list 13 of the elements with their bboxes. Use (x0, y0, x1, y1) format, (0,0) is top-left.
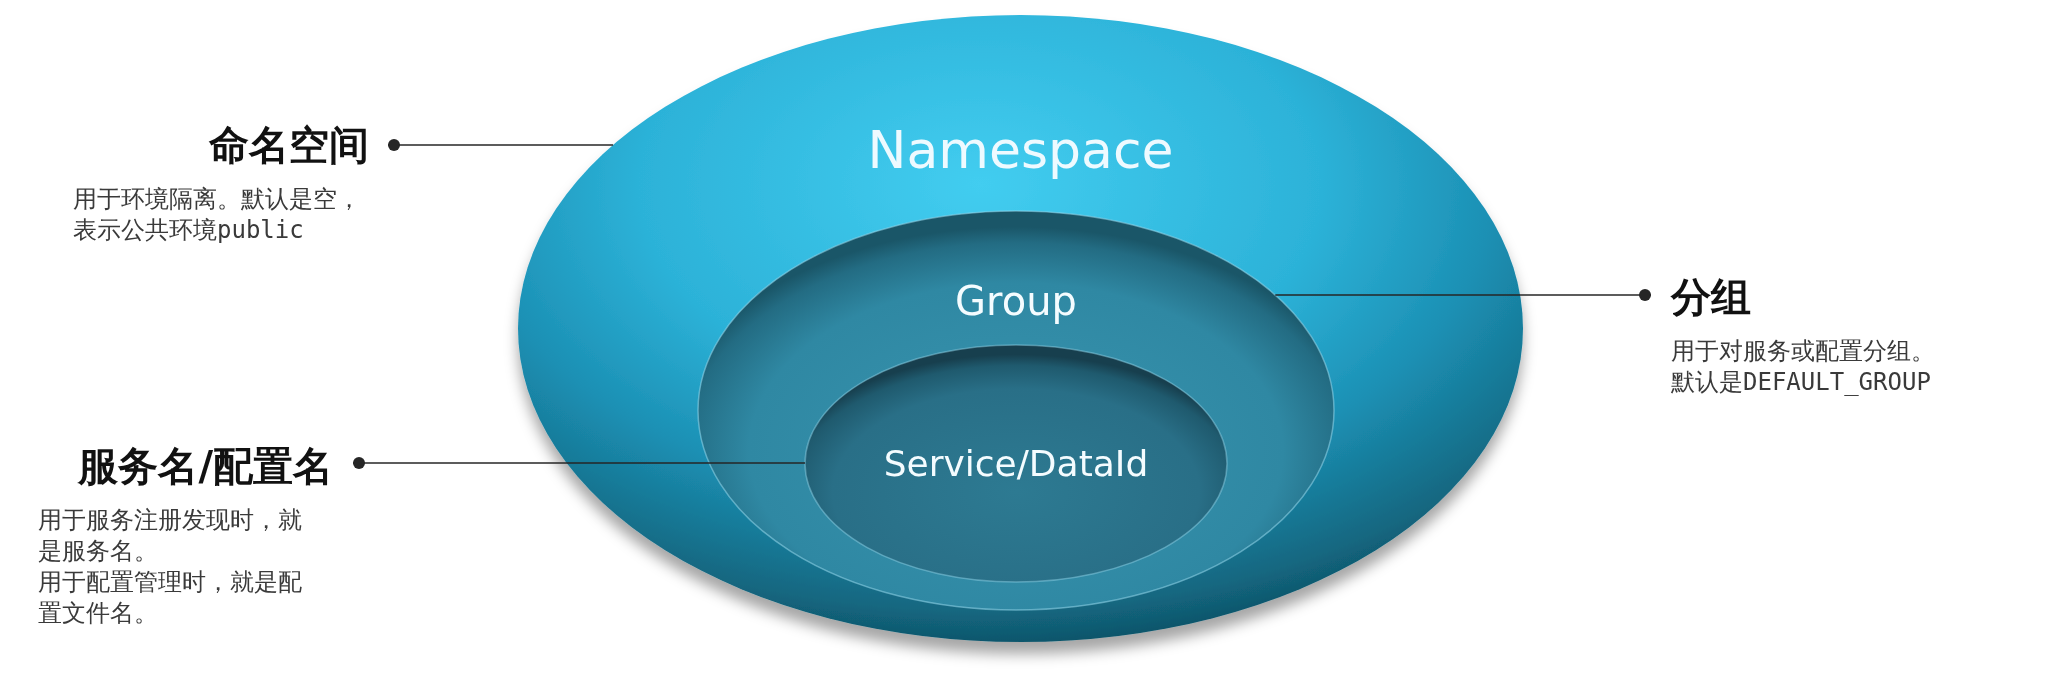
callout-text: 用于服务注册发现时，就是服务名。 (38, 505, 303, 567)
callout-text: 用于环境隔离。默认是空，表示公共环境public (73, 184, 362, 246)
ellipse-label: Group (955, 277, 1077, 325)
callout-heading: 分组 (1671, 274, 1751, 320)
callout-heading: 服务名/配置名 (78, 443, 333, 489)
ellipse-label: Namespace (867, 119, 1174, 181)
leader-line (1274, 289, 1652, 301)
callout-heading: 命名空间 (209, 122, 369, 168)
leader-line (387, 139, 614, 151)
leader-line (352, 457, 806, 469)
callout-text: 用于配置管理时，就是配置文件名。 (38, 567, 303, 629)
ellipse-label: Service/DataId (883, 441, 1149, 485)
callout-text: 用于对服务或配置分组。默认是DEFAULT_GROUP (1671, 336, 1936, 398)
